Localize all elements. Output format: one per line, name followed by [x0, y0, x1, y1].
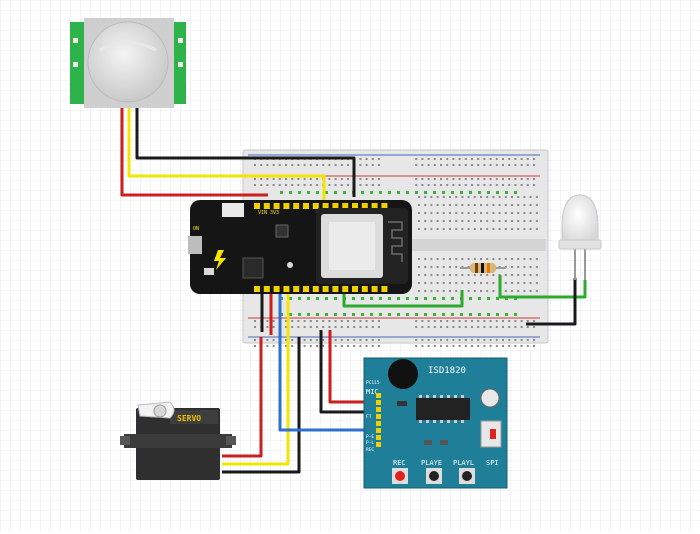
- led: [558, 194, 602, 280]
- isd-rec-button[interactable]: [392, 468, 408, 484]
- pin-label-3v3: 3V3: [270, 210, 279, 216]
- isd-button-label-rec: REC: [393, 459, 406, 467]
- isd-pin-label-1: FT: [366, 414, 372, 420]
- esp32-board: VIN 3V3 ON: [188, 200, 412, 294]
- isd-button-label-playe: PLAYE: [421, 459, 442, 467]
- servo-label: SERVO: [177, 414, 201, 423]
- servo-motor: SERVO: [120, 401, 236, 480]
- pir-sensor: [70, 18, 186, 108]
- isd-button-label-spi: SPI: [486, 459, 499, 467]
- isd-mic-label: MIC: [366, 388, 379, 396]
- isd-playe-button[interactable]: [426, 468, 442, 484]
- isd-title: ISD1820: [428, 366, 466, 376]
- wires: [120, 108, 587, 474]
- isd-pin-label-0: PC115: [366, 380, 380, 386]
- isd-pin-label-3: P-L: [366, 440, 374, 446]
- isd1820-module: ISD1820 MIC PC115 FT P-E P-L REC REC PLA…: [363, 357, 508, 489]
- resistor: [460, 263, 506, 273]
- board-side-label: ON: [193, 226, 199, 232]
- isd-playl-button[interactable]: [459, 468, 475, 484]
- isd-button-label-playl: PLAYL: [453, 459, 474, 467]
- isd-pin-label-4: REC: [366, 447, 374, 453]
- pin-label-vin: VIN: [258, 210, 267, 216]
- isd-pin-label-2: P-E: [366, 434, 374, 440]
